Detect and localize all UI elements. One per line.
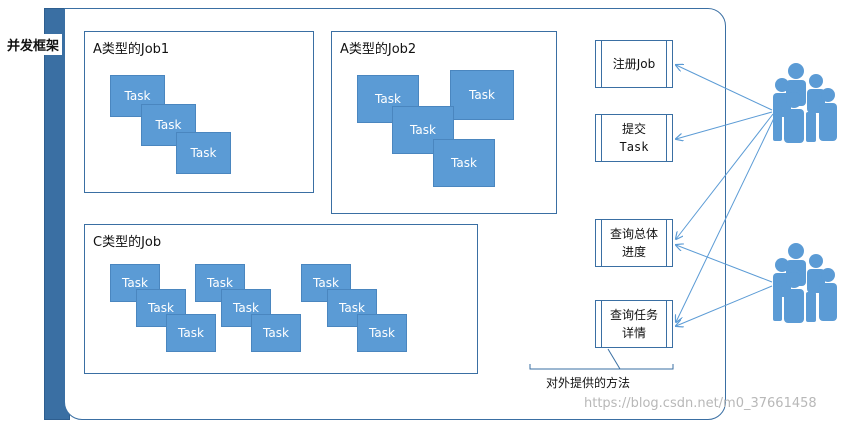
- job-title: C类型的Job: [93, 235, 162, 250]
- task-block: Task: [166, 314, 216, 352]
- job-box-a2: A类型的Job2 Task Task Task Task: [331, 31, 557, 214]
- method-label-2: Task: [619, 140, 649, 154]
- arrow-progress-1: [676, 113, 774, 239]
- method-label-2: 详情: [621, 326, 646, 340]
- task-block: Task: [357, 314, 407, 352]
- methods-caption: 对外提供的方法: [546, 376, 631, 390]
- method-query-detail: 查询任务 详情: [595, 300, 673, 348]
- watermark: https://blog.csdn.net/m0_37661458: [584, 396, 817, 411]
- arrow-register: [676, 65, 773, 111]
- job-box-a1: A类型的Job1 Task Task Task: [84, 31, 314, 193]
- methods-bracket-stem: [607, 348, 621, 370]
- method-submit-task: 提交 Task: [595, 114, 673, 162]
- job-title: A类型的Job2: [340, 42, 417, 57]
- arrow-detail-1: [676, 115, 776, 322]
- arrow-submit: [676, 111, 773, 139]
- arrow-progress-2: [676, 245, 773, 283]
- users-group-icon: [773, 243, 837, 323]
- method-query-progress: 查询总体 进度: [595, 219, 673, 267]
- method-label: 提交: [621, 122, 646, 136]
- task-block: Task: [450, 70, 514, 120]
- task-block: Task: [110, 264, 160, 302]
- users-group-icon: [773, 63, 837, 143]
- method-label-2: 进度: [621, 245, 646, 259]
- arrow-detail-2: [676, 285, 773, 326]
- task-block: Task: [176, 132, 231, 174]
- task-block: Task: [251, 314, 301, 352]
- task-block: Task: [110, 75, 165, 117]
- method-register-job: 注册Job: [595, 40, 673, 88]
- job-title: A类型的Job1: [93, 42, 170, 57]
- methods-bracket: [529, 364, 674, 370]
- method-label: 注册Job: [612, 57, 656, 71]
- framework-label: 并发框架: [4, 34, 63, 55]
- method-label: 查询总体: [609, 227, 658, 241]
- method-label: 查询任务: [609, 308, 658, 322]
- job-box-c: C类型的Job Task Task Task Task Task Task Ta…: [84, 224, 478, 374]
- task-block: Task: [433, 139, 495, 187]
